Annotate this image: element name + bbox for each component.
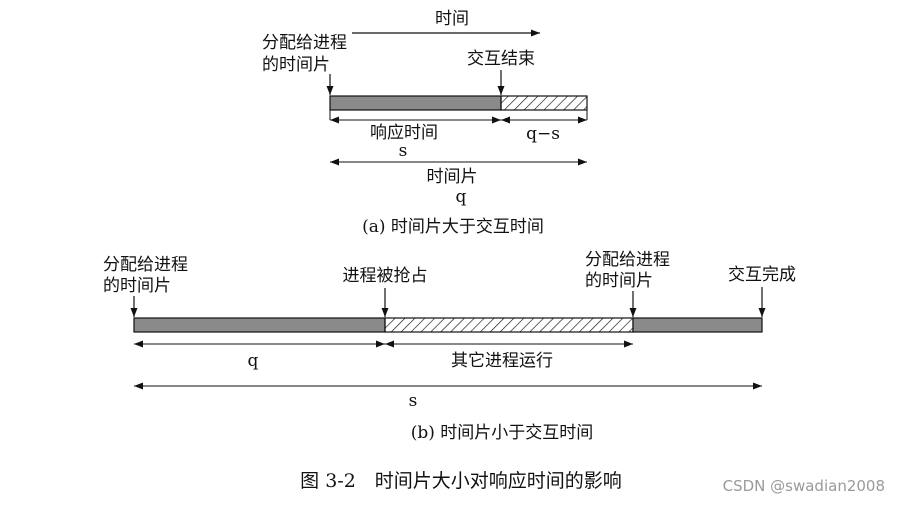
alloc-label-line2: 的时间片 (262, 55, 330, 75)
alloc1-label-line2: 的时间片 (103, 276, 171, 296)
figure-caption: 图 3-2 时间片大小对响应时间的影响 (300, 470, 622, 492)
bar-b-other (384, 317, 634, 333)
diagram-a: 时间 分配给进程 的时间片 交互结束 响应时间 q−s s 时间片 q (a) … (262, 9, 588, 237)
other-running-label: 其它进程运行 (451, 351, 553, 371)
bar-a-used (329, 95, 502, 111)
response-time-label: 响应时间 (370, 123, 438, 143)
s-label-b: s (409, 391, 418, 411)
watermark: CSDN @swadian2008 (723, 477, 885, 495)
time-label: 时间 (435, 9, 469, 29)
alloc1-label-line1: 分配给进程 (103, 255, 188, 275)
q-label-a: q (456, 187, 467, 207)
preempted-label: 进程被抢占 (343, 266, 428, 286)
interaction-end-label: 交互结束 (467, 49, 535, 69)
alloc2-label-line2: 的时间片 (585, 271, 653, 291)
q-label-b: q (248, 351, 259, 371)
s-label-a: s (399, 141, 408, 161)
diagram-b: 分配给进程 的时间片 进程被抢占 分配给进程 的时间片 交互完成 q 其它进程运… (103, 250, 796, 443)
caption-a: (a) 时间片大于交互时间 (362, 217, 544, 237)
slice-label: 时间片 (427, 167, 478, 187)
alloc2-label-line1: 分配给进程 (585, 250, 670, 270)
bar-a-unused (500, 95, 588, 111)
alloc-label-line1: 分配给进程 (262, 33, 347, 53)
bar-b-slice1 (133, 317, 386, 333)
q-minus-s-label: q−s (526, 124, 560, 144)
bar-b-slice2 (632, 317, 763, 333)
caption-b: (b) 时间片小于交互时间 (411, 423, 594, 443)
interaction-done-label: 交互完成 (728, 265, 796, 285)
